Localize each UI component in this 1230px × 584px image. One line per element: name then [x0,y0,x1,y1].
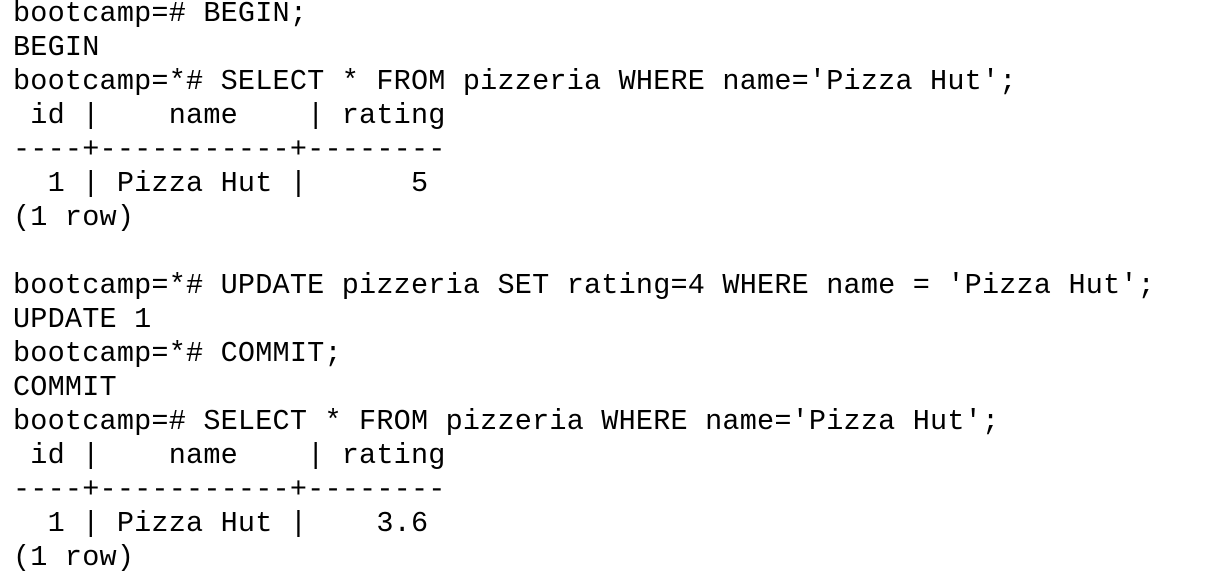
row-count-1: (1 row) [13,201,135,234]
prompt-commit-command: bootcamp=*# COMMIT; [13,337,342,370]
result-header-1: id | name | rating [13,99,446,132]
prompt-begin-command: bootcamp=# BEGIN; [13,0,308,30]
result-separator-2: ----+-----------+-------- [13,473,446,506]
commit-response: COMMIT [13,371,117,404]
result-separator-1: ----+-----------+-------- [13,133,446,166]
result-row-1: 1 | Pizza Hut | 5 [13,167,429,200]
result-header-2: id | name | rating [13,439,446,472]
result-row-2: 1 | Pizza Hut | 3.6 [13,507,429,540]
update-response: UPDATE 1 [13,303,152,336]
prompt-update-command: bootcamp=*# UPDATE pizzeria SET rating=4… [13,269,1155,302]
blank-line [13,235,1230,269]
begin-response: BEGIN [13,31,100,64]
row-count-2: (1 row) [13,541,135,574]
prompt-select-command-2: bootcamp=# SELECT * FROM pizzeria WHERE … [13,405,1000,438]
prompt-select-command-1: bootcamp=*# SELECT * FROM pizzeria WHERE… [13,65,1017,98]
